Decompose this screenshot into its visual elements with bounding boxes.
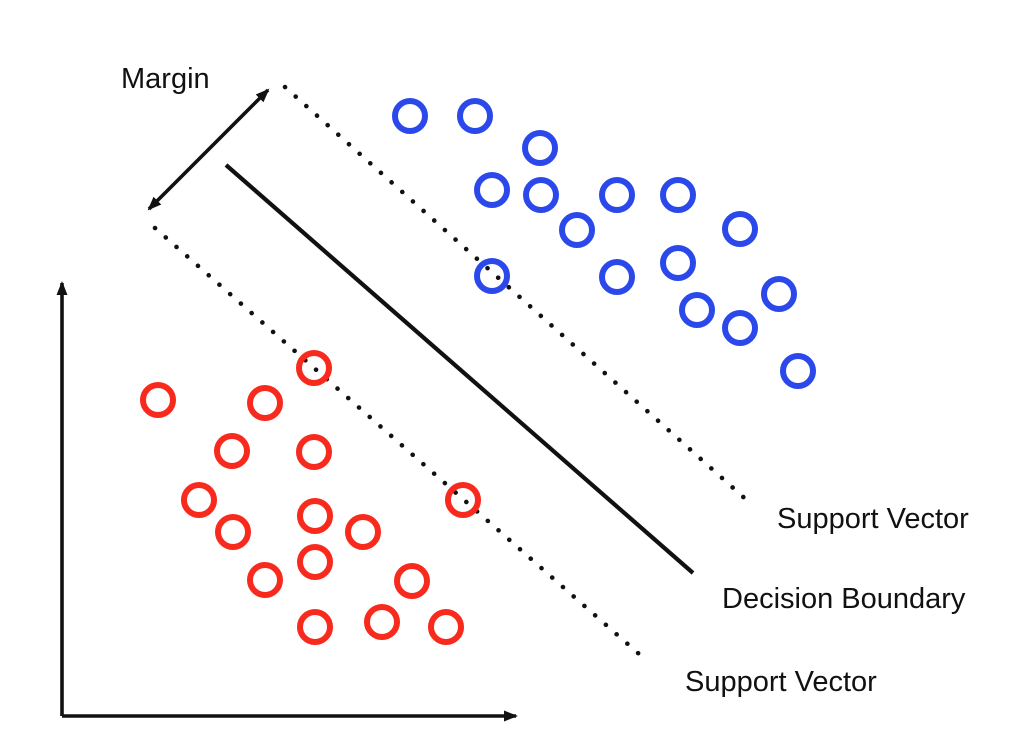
blue-class-points (392, 98, 816, 389)
red-data-point (181, 482, 217, 518)
red-data-point (394, 563, 430, 599)
support-vector-line-lower (152, 225, 650, 664)
margin-label: Margin (121, 63, 210, 95)
red-data-point (445, 482, 481, 518)
blue-data-point (474, 172, 510, 208)
blue-data-point (457, 98, 493, 134)
support-vector-label-upper: Support Vector (777, 503, 969, 535)
support-vector-line-upper (282, 84, 753, 506)
red-data-point (296, 350, 332, 386)
blue-data-point (559, 212, 595, 248)
blue-data-point (722, 211, 758, 247)
red-data-point (296, 434, 332, 470)
red-class-points (140, 350, 481, 645)
red-data-point (247, 385, 283, 421)
red-data-point (345, 514, 381, 550)
red-data-point (214, 433, 250, 469)
red-data-point (140, 382, 176, 418)
support-vector-label-lower: Support Vector (685, 666, 877, 698)
blue-data-point (474, 258, 510, 294)
blue-data-point (599, 259, 635, 295)
red-data-point (297, 498, 333, 534)
blue-data-point (392, 98, 428, 134)
blue-data-point (761, 276, 797, 312)
blue-data-point (599, 177, 635, 213)
red-data-point (297, 609, 333, 645)
blue-data-point (722, 310, 758, 346)
blue-data-point (780, 353, 816, 389)
red-data-point (297, 544, 333, 580)
red-data-point (428, 609, 464, 645)
blue-data-point (660, 245, 696, 281)
red-data-point (364, 604, 400, 640)
decision-boundary-label: Decision Boundary (722, 583, 966, 615)
blue-data-point (679, 292, 715, 328)
blue-data-point (522, 130, 558, 166)
blue-data-point (660, 177, 696, 213)
blue-data-point (523, 177, 559, 213)
red-data-point (247, 562, 283, 598)
margin-double-arrow (147, 88, 270, 211)
red-data-point (215, 514, 251, 550)
axes (56, 281, 518, 722)
decision-boundary-line (224, 163, 695, 575)
